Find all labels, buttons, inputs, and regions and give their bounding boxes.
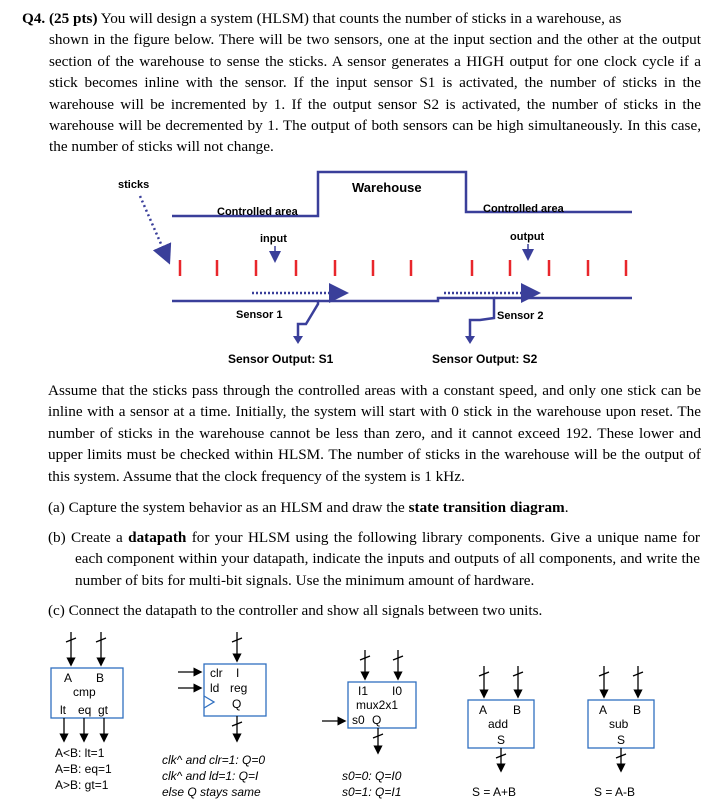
sub-input-b: B <box>633 703 641 717</box>
reg-input-i: I <box>236 666 239 680</box>
reg-desc-clr: clk^ and clr=1: Q=0 <box>162 753 265 767</box>
mux-name: mux2x1 <box>356 698 398 712</box>
part-a: (a) Capture the system behavior as an HL… <box>48 497 700 518</box>
assumptions-paragraph: Assume that the sticks pass through the … <box>48 382 701 485</box>
mux-output-q: Q <box>372 713 381 727</box>
add-output-s: S <box>497 733 505 747</box>
question-text-rest: shown in the figure below. There will be… <box>49 31 701 156</box>
sub-name: sub <box>609 717 629 731</box>
mux-desc-s0-0: s0=0: Q=I0 <box>342 769 402 783</box>
warehouse-top-outline <box>172 170 632 218</box>
part-a-bold: state transition diagram <box>408 499 565 516</box>
adder-component: A B add S S = A+B <box>467 666 535 799</box>
reg-desc-ld: clk^ and ld=1: Q=I <box>162 769 259 783</box>
add-desc: S = A+B <box>472 785 516 799</box>
sub-desc: S = A-B <box>594 785 635 799</box>
cmp-desc-lt: A<B: lt=1 <box>55 746 105 760</box>
part-b-suffix: for your HLSM using the following librar… <box>75 529 700 589</box>
reg-clr-label: clr <box>210 666 223 680</box>
question-paragraph: Q4. (25 pts) You will design a system (H… <box>22 8 701 158</box>
warehouse-bottom-outline <box>172 296 632 303</box>
part-b: (b) Create a datapath for your HLSM usin… <box>48 527 700 591</box>
part-a-suffix: . <box>564 499 569 516</box>
stick-row <box>178 260 628 276</box>
part-b-text: (b) Create a <box>48 529 129 546</box>
add-name: add <box>488 717 508 731</box>
add-input-b: B <box>513 703 521 717</box>
cmp-input-b: B <box>96 671 104 685</box>
library-components: A B cmp lt eq gt A<B: lt=1 A=B: eq=1 A>B… <box>50 632 655 799</box>
part-a-text: (a) Capture the system behavior as an HL… <box>48 499 409 516</box>
part-c: (c) Connect the datapath to the controll… <box>48 600 700 621</box>
warehouse-label: Warehouse <box>352 180 422 195</box>
sensor-output-s2-label: Sensor Output: S2 <box>432 352 538 366</box>
sensor1-shape <box>290 299 320 338</box>
mux-input-i0: I0 <box>392 684 402 698</box>
comparator-component: A B cmp lt eq gt A<B: lt=1 A=B: eq=1 A>B… <box>50 632 124 792</box>
cmp-input-a: A <box>64 671 72 685</box>
sticks-label: sticks <box>118 179 149 191</box>
cmp-desc-gt: A>B: gt=1 <box>55 778 109 792</box>
question-number: Q4. (25 pts) <box>22 10 98 27</box>
mux-desc-s0-1: s0=1: Q=I1 <box>342 785 401 799</box>
reg-desc-else: else Q stays same <box>162 785 261 799</box>
subtractor-component: A B sub S S = A-B <box>587 666 655 799</box>
sub-input-a: A <box>599 703 607 717</box>
controlled-area-left-label: Controlled area <box>217 206 299 218</box>
part-b-bold: datapath <box>128 529 187 546</box>
cmp-desc-eq: A=B: eq=1 <box>55 762 112 776</box>
input-label: input <box>260 233 287 245</box>
cmp-output-gt: gt <box>98 703 109 717</box>
sensor2-label: Sensor 2 <box>497 310 543 322</box>
sensor-output-s1-label: Sensor Output: S1 <box>228 352 334 366</box>
register-component: clr I ld reg Q clk^ and clr=1: Q=0 clk^ … <box>162 632 267 799</box>
mux-component: I1 I0 mux2x1 s0 Q s0=0: Q=I0 s0=1: Q=I1 <box>322 650 417 799</box>
warehouse-figure: sticks Warehouse Controlled area Control… <box>118 170 632 366</box>
output-label: output <box>510 231 545 243</box>
controlled-area-right-label: Controlled area <box>483 203 565 215</box>
sensor2-shape <box>466 296 496 338</box>
question-text-line1: You will design a system (HLSM) that cou… <box>100 10 622 27</box>
cmp-name: cmp <box>73 685 96 699</box>
part-c-text: (c) Connect the datapath to the controll… <box>48 602 543 619</box>
mux-select-s0: s0 <box>352 713 365 727</box>
sub-output-s: S <box>617 733 625 747</box>
add-input-a: A <box>479 703 487 717</box>
reg-output-q: Q <box>232 697 241 711</box>
sensor1-label: Sensor 1 <box>236 309 282 321</box>
cmp-output-lt: lt <box>60 703 67 717</box>
reg-name: reg <box>230 681 247 695</box>
reg-ld-label: ld <box>210 681 219 695</box>
mux-input-i1: I1 <box>358 684 368 698</box>
cmp-output-eq: eq <box>78 703 91 717</box>
sticks-arrow <box>138 195 172 265</box>
